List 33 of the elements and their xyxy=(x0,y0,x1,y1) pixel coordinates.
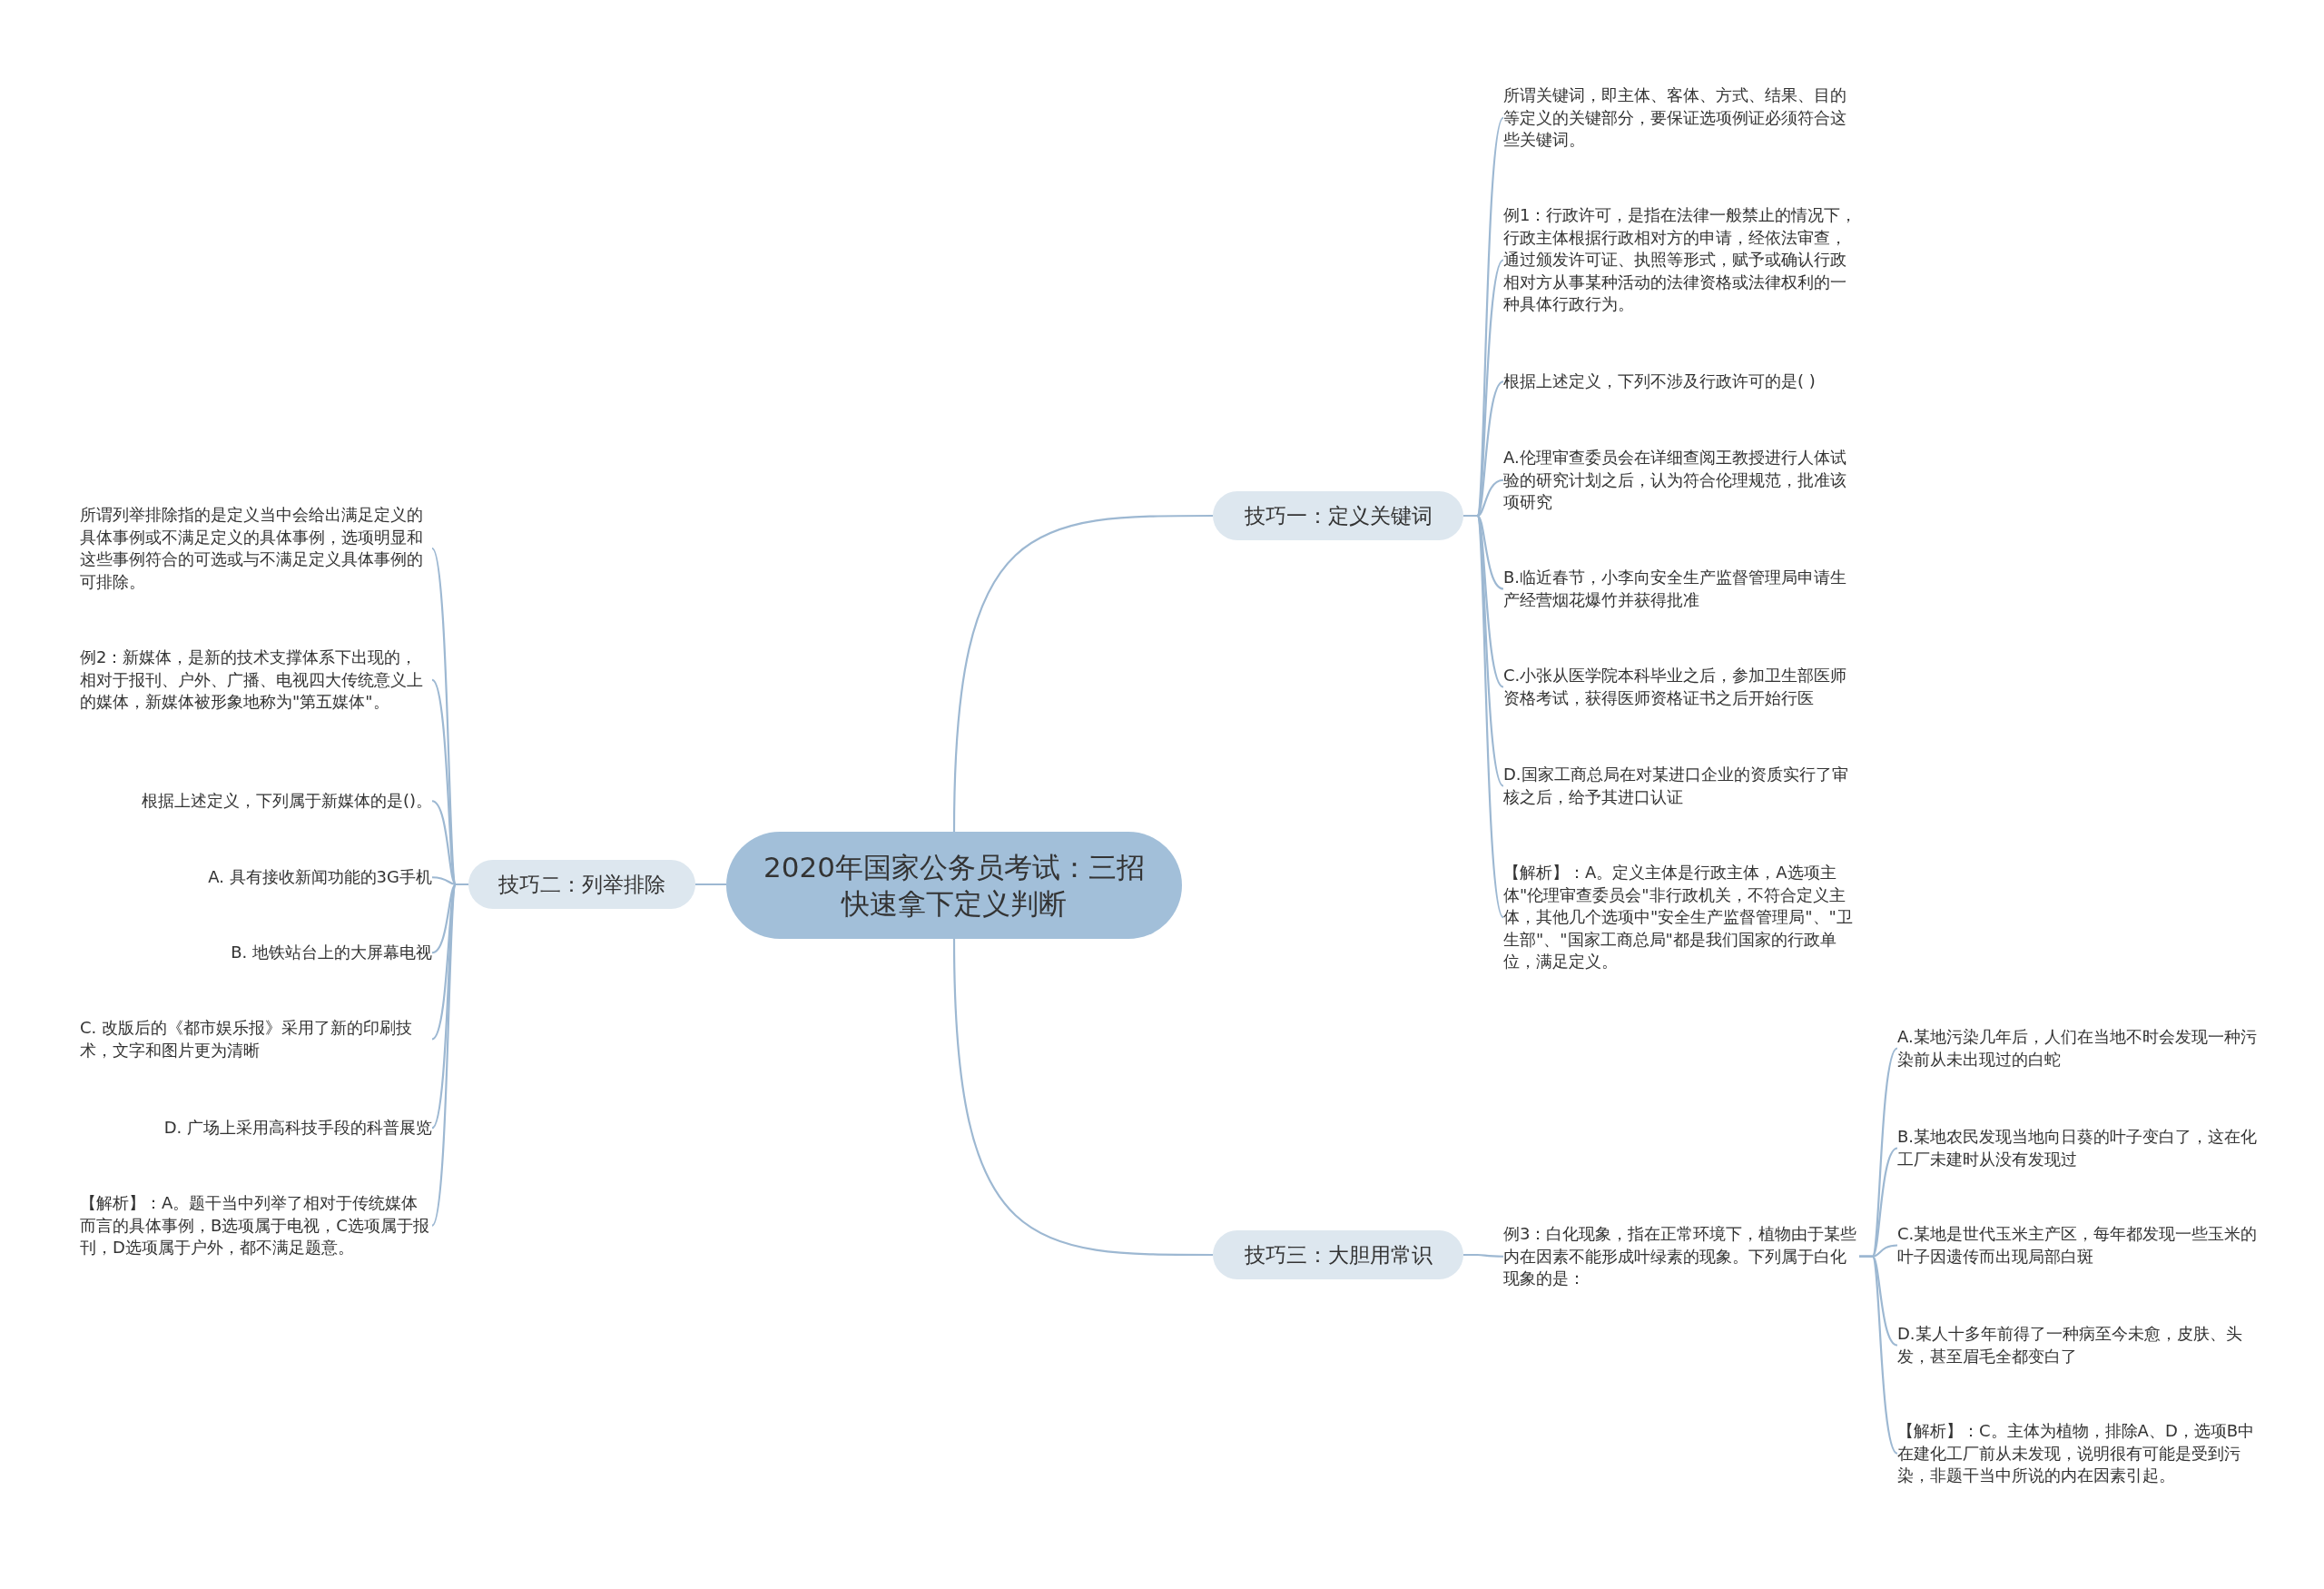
branch-text: 所谓关键词，即主体、客体、方式、结果、目的等定义的关键部分，要保证选项例证必须符合这些关键词。 xyxy=(1503,84,1859,152)
topic-box: 技巧三：大胆用常识 xyxy=(1213,1230,1463,1279)
branch-text: D.某人十多年前得了一种病至今未愈，皮肤、头发，甚至眉毛全都变白了 xyxy=(1897,1323,2260,1367)
connector xyxy=(952,514,1213,833)
connector xyxy=(431,883,468,1227)
central-topic: 2020年国家公务员考试：三招快速拿下定义判断 xyxy=(726,832,1182,939)
branch-text: 【解析】：A。题干当中列举了相对于传统媒体而言的具体事例，B选项属于电视，C选项属于报刊，D选项属于户外，都不满足题意。 xyxy=(80,1192,432,1259)
connector xyxy=(1463,1253,1503,1258)
connector xyxy=(1463,514,1504,918)
connector xyxy=(1859,1255,1898,1455)
branch-text: C.某地是世代玉米主产区，每年都发现一些玉米的叶子因遗传而出现局部白斑 xyxy=(1897,1223,2260,1268)
branch-text: 例1：行政许可，是指在法律一般禁止的情况下，行政主体根据行政相对方的申请，经依法审查，通过颁发许可证、执照等形式，赋予或确认行政相对方从事某种活动的法律资格或法律权利的一种具体行政行为。 xyxy=(1503,204,1859,316)
branch-text: B. 地铁站台上的大屏幕电视 xyxy=(80,942,432,964)
topic-box: 技巧一：定义关键词 xyxy=(1213,491,1463,540)
branch-text: 所谓列举排除指的是定义当中会给出满足定义的具体事例或不满足定义的具体事例，选项明显和这些事例符合的可选或与不满足定义具体事例的可排除。 xyxy=(80,504,432,593)
branch-text: A. 具有接收新闻功能的3G手机 xyxy=(80,866,432,889)
branch-text: B.临近春节，小李向安全生产监督管理局申请生产经营烟花爆竹并获得批准 xyxy=(1503,567,1859,611)
branch-text: 【解析】：C。主体为植物，排除A、D，选项B中在建化工厂前从未发现，说明很有可能是受到污染，非题干当中所说的内在因素引起。 xyxy=(1897,1420,2260,1487)
topic-box: 技巧二：列举排除 xyxy=(468,860,695,909)
connector xyxy=(695,883,726,886)
branch-text: B.某地农民发现当地向日葵的叶子变白了，这在化工厂未建时从没有发现过 xyxy=(1897,1126,2260,1170)
branch-text: 例2：新媒体，是新的技术支撑体系下出现的，相对于报刊、户外、广播、电视四大传统意义上的媒体，新媒体被形象地称为"第五媒体"。 xyxy=(80,646,432,714)
branch-text: A.伦理审查委员会在详细查阅王教授进行人体试验的研究计划之后，认为符合伦理规范，批准该项研究 xyxy=(1503,447,1859,514)
branch-text: 【解析】：A。定义主体是行政主体，A选项主体"伦理审查委员会"非行政机关，不符合定义主体，其他几个选项中"安全生产监督管理局"、"卫生部"、"国家工商总局"都是我们国家的行政单位，满足定义。 xyxy=(1503,862,1859,973)
branch-text: C.小张从医学院本科毕业之后，参加卫生部医师资格考试，获得医师资格证书之后开始行医 xyxy=(1503,665,1859,709)
branch-text: C. 改版后的《都市娱乐报》采用了新的印刷技术，文字和图片更为清晰 xyxy=(80,1017,432,1061)
branch-text: 根据上述定义，下列不涉及行政许可的是( ) xyxy=(1503,370,1859,393)
branch-text: A.某地污染几年后，人们在当地不时会发现一种污染前从未出现过的白蛇 xyxy=(1897,1026,2260,1071)
connector xyxy=(952,938,1213,1257)
branch-text: 根据上述定义，下列属于新媒体的是()。 xyxy=(80,790,432,813)
branch-text: 例3：白化现象，指在正常环境下，植物由于某些内在因素不能形成叶绿素的现象。下列属于白化现象的是： xyxy=(1503,1223,1859,1290)
branch-text: D.国家工商总局在对某进口企业的资质实行了审核之后，给予其进口认证 xyxy=(1503,764,1859,808)
branch-text: D. 广场上采用高科技手段的科普展览 xyxy=(80,1117,432,1140)
